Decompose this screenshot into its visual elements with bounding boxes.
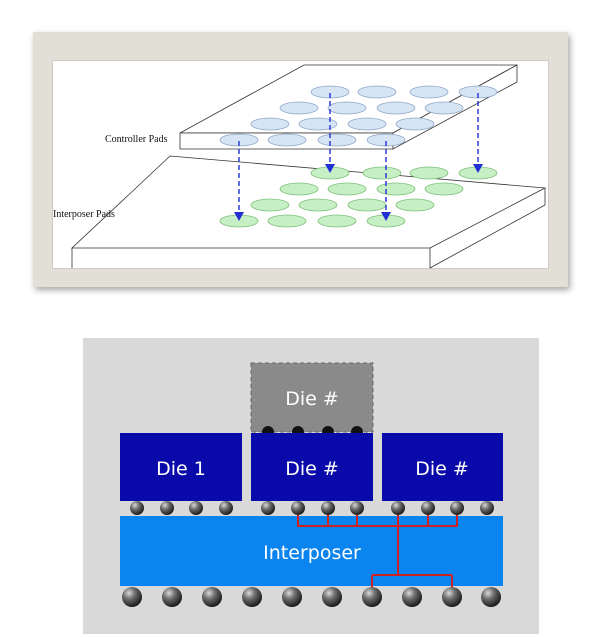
microbump: [350, 501, 364, 515]
interposer-pad: [317, 214, 357, 228]
interposer-pad: [298, 198, 338, 212]
die-3-label: Die #: [415, 458, 469, 480]
interposer-pad: [362, 166, 402, 180]
interposer-pad: [267, 214, 307, 228]
solder-ball: [122, 587, 142, 607]
microbump: [261, 501, 275, 515]
arrow-heads: [234, 164, 483, 221]
solder-ball: [481, 587, 501, 607]
die-2: [251, 433, 373, 501]
solder-ball: [442, 587, 462, 607]
microbump: [160, 501, 174, 515]
controller-pad: [395, 117, 435, 131]
controller-pad: [317, 133, 357, 147]
interposer-pads: [219, 166, 498, 228]
interposer-slab-edge: [429, 204, 546, 269]
die-1-label: Die 1: [156, 458, 206, 480]
controller-pad: [409, 85, 449, 99]
interposer-pad: [327, 182, 367, 196]
controller-pad: [357, 85, 397, 99]
controller-pads: [219, 85, 498, 147]
solder-ball: [322, 587, 342, 607]
solder-ball: [202, 587, 222, 607]
die-2-label: Die #: [285, 458, 339, 480]
arrow-head: [381, 212, 391, 221]
arrow-head: [473, 164, 483, 173]
solder-ball: [242, 587, 262, 607]
top-die: [250, 362, 374, 433]
microbump: [291, 501, 305, 515]
solder-balls: [122, 587, 501, 607]
interposer-pad: [424, 182, 464, 196]
arrow-head: [234, 212, 244, 221]
interposer-label: Interposer: [263, 542, 361, 564]
controller-pad: [424, 101, 464, 115]
arrow-head: [325, 164, 335, 173]
microbump: [321, 501, 335, 515]
microbump: [450, 501, 464, 515]
controller-pad: [298, 117, 338, 131]
interposer-pad: [395, 198, 435, 212]
pad-alignment-diagram: Controller Pads Interposer Pads: [53, 64, 547, 269]
controller-pad: [267, 133, 307, 147]
controller-pad: [376, 101, 416, 115]
controller-pad: [279, 101, 319, 115]
alignment-arrows: [238, 93, 479, 214]
microbump: [219, 501, 233, 515]
solder-ball: [282, 587, 302, 607]
top-die-label: Die #: [285, 388, 339, 410]
solder-ball: [162, 587, 182, 607]
solder-ball: [362, 587, 382, 607]
microbump: [421, 501, 435, 515]
interposer-pad: [409, 166, 449, 180]
controller-pads-label: Controller Pads: [105, 134, 168, 145]
interposer-pad: [279, 182, 319, 196]
microbump: [130, 501, 144, 515]
microbump: [189, 501, 203, 515]
controller-pad: [347, 117, 387, 131]
controller-pad: [327, 101, 367, 115]
controller-pad: [250, 117, 290, 131]
trace: [371, 526, 453, 597]
die-1: [120, 433, 242, 501]
microbump: [480, 501, 494, 515]
interposer-pad: [250, 198, 290, 212]
die-3: [382, 433, 503, 501]
solder-ball: [402, 587, 422, 607]
microbump: [391, 501, 405, 515]
interposer-pads-label: Interposer Pads: [53, 209, 115, 220]
microbumps-interposer: [130, 501, 494, 515]
